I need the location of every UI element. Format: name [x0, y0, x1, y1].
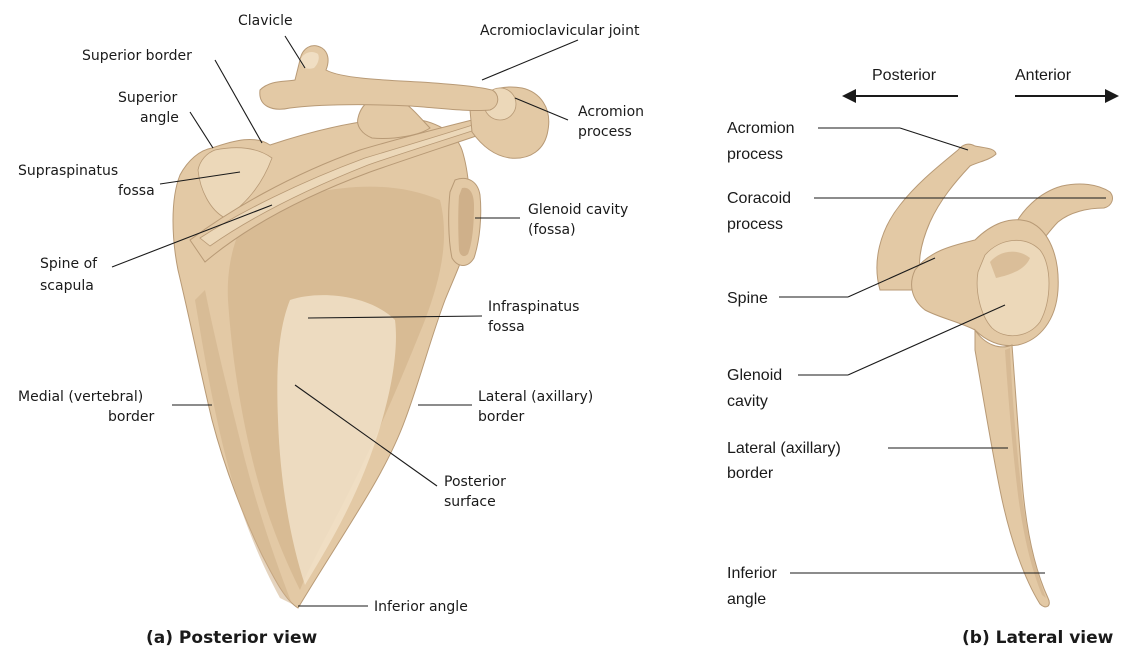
label-supraspinatus-fossa-line1: Supraspinatus — [18, 163, 118, 179]
label-lateral-coracoid-line2: process — [727, 216, 783, 233]
label-superior-angle-line1: Superior — [118, 90, 177, 106]
leader-acromioclavicular-joint — [482, 40, 578, 80]
label-superior-angle-line2: angle — [140, 110, 179, 126]
label-lateral-inferior-angle-line2: angle — [727, 591, 766, 608]
label-posterior-surface-line1: Posterior — [444, 474, 506, 490]
label-acromion-process-line2: process — [578, 124, 632, 140]
label-supraspinatus-fossa-line2: fossa — [118, 183, 155, 199]
lateral-view-illustration — [877, 144, 1113, 607]
label-clavicle: Clavicle — [238, 13, 293, 29]
caption-posterior-view: (a) Posterior view — [146, 628, 317, 648]
label-glenoid-cavity-line1: Glenoid cavity — [528, 202, 628, 218]
label-lateral-border-line2: border — [478, 409, 524, 425]
label-lateral-acromion-line1: Acromion — [727, 120, 795, 137]
label-acromion-process-line1: Acromion — [578, 104, 644, 120]
label-lateral-inferior-angle-line1: Inferior — [727, 565, 777, 582]
label-lateral-coracoid-line1: Coracoid — [727, 190, 791, 207]
label-lateral-acromion-line2: process — [727, 146, 783, 163]
lateral-blade — [975, 330, 1049, 607]
leader-superior-angle — [190, 112, 213, 148]
direction-arrows: Posterior Anterior — [842, 67, 1119, 103]
label-posterior-surface-line2: surface — [444, 494, 496, 510]
label-medial-border-line2: border — [108, 409, 154, 425]
label-anterior-direction: Anterior — [1015, 67, 1072, 84]
label-medial-border-line1: Medial (vertebral) — [18, 389, 143, 405]
label-lateral-glenoid-line2: cavity — [727, 393, 768, 410]
leader-clavicle — [285, 36, 305, 68]
label-posterior-direction: Posterior — [872, 67, 937, 84]
label-spine-of-scapula-line1: Spine of — [40, 256, 98, 272]
label-lateral-border-line1: Lateral (axillary) — [478, 389, 593, 405]
clavicle — [260, 46, 498, 111]
lateral-labels: Acromion process Coracoid process Spine … — [727, 120, 841, 608]
label-lateral-border-line1: Lateral (axillary) — [727, 440, 841, 457]
caption-lateral-view: (b) Lateral view — [962, 628, 1114, 648]
posterior-arrow-icon — [842, 89, 856, 103]
label-lateral-glenoid-line1: Glenoid — [727, 367, 782, 384]
label-lateral-spine: Spine — [727, 290, 768, 307]
label-superior-border: Superior border — [82, 48, 192, 64]
label-infraspinatus-fossa-line2: fossa — [488, 319, 525, 335]
label-infraspinatus-fossa-line1: Infraspinatus — [488, 299, 579, 315]
label-spine-of-scapula-line2: scapula — [40, 278, 94, 294]
label-acromioclavicular-joint: Acromioclavicular joint — [480, 23, 640, 39]
anterior-arrow-icon — [1105, 89, 1119, 103]
label-inferior-angle: Inferior angle — [374, 599, 468, 615]
leader-lateral-acromion-b — [900, 128, 968, 150]
leader-superior-border — [215, 60, 262, 143]
label-lateral-border-line2: border — [727, 465, 774, 482]
label-glenoid-cavity-line2: (fossa) — [528, 222, 576, 238]
